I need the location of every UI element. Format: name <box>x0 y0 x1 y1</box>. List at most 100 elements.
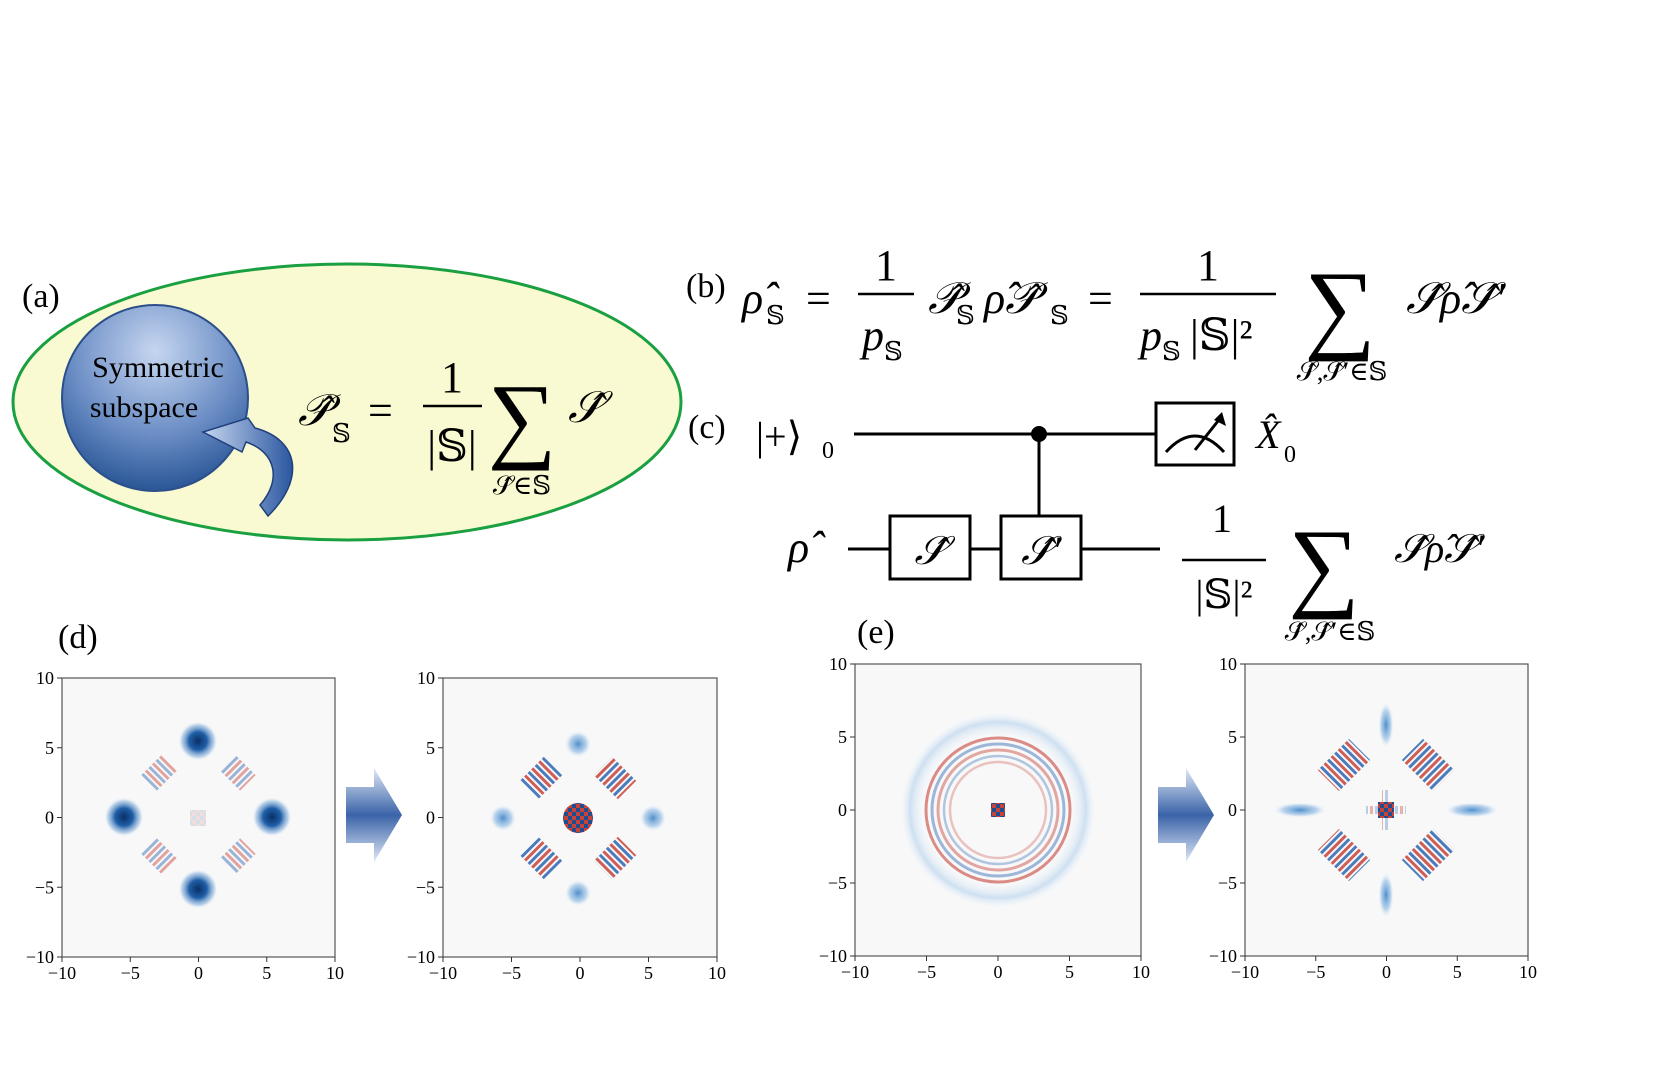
y-tick-label-d-after: −5 <box>416 877 435 897</box>
frac2-den-p: p <box>1137 311 1162 360</box>
circle-label-line2: subspace <box>90 391 198 424</box>
out-sum-term: 𝒮̂ρ̂𝒮̂′ <box>1394 526 1485 571</box>
wigner-plot-d-after <box>442 677 718 958</box>
out-sum-symbol: ∑ <box>1288 509 1359 620</box>
proj-right-sub: 𝕊 <box>1050 301 1069 330</box>
x-tick-label-e-after: −5 <box>1306 962 1325 982</box>
out-frac-num: 1 <box>1212 496 1232 541</box>
sum-symbol: ∑ <box>488 364 556 471</box>
y-tick-label-e-before: −5 <box>828 873 847 893</box>
x-tick-label-e-before: −10 <box>841 962 869 982</box>
sum-symbol-b: ∑ <box>1304 251 1375 362</box>
equals-2: = <box>1088 274 1113 323</box>
x-tick-label-e-before: 5 <box>1065 962 1074 982</box>
x-tick-label-e-before: 0 <box>994 962 1003 982</box>
panel-d-label: (d) <box>58 619 98 656</box>
y-tick-label-e-after: −10 <box>1209 946 1237 966</box>
measurement-subscript: 0 <box>1284 442 1296 468</box>
x-tick-label-e-before: 10 <box>1132 962 1150 982</box>
y-tick-label-e-before: −10 <box>819 946 847 966</box>
frac2-den-tail: |𝕊|² <box>1190 311 1253 360</box>
fraction-denominator: |𝕊| <box>427 422 476 471</box>
equals-1: = <box>806 274 831 323</box>
transform-arrow-e-icon <box>1158 768 1214 862</box>
rho-proj: ρ̂𝒫̂ <box>982 274 1048 323</box>
x-tick-label-d-before: 10 <box>326 963 344 983</box>
y-tick-label-e-before: 0 <box>838 800 847 820</box>
frac1-den-sub: 𝕊 <box>884 337 903 366</box>
transform-arrow-d-icon <box>346 768 402 862</box>
wigner-pattern <box>104 721 292 909</box>
gate-s-box <box>888 514 972 581</box>
input-state: ρ̂ <box>786 523 826 572</box>
frac1-den: p <box>859 311 884 360</box>
sum-index-b: 𝒮̂,𝒮̂′∈𝕊 <box>1297 357 1387 386</box>
panel-a: (a) Symmetric subspace 𝒫̂ 𝕊 = 1 |𝕊| ∑ 𝒮̂… <box>11 262 683 542</box>
x-tick-label-d-after: −10 <box>429 963 457 983</box>
out-sum-index: 𝒮̂,𝒮̂′∈𝕊 <box>1285 617 1375 646</box>
panel-b: (b) ρ̂ 𝕊 = 1 p 𝕊 𝒫̂ 𝕊 ρ̂𝒫̂ 𝕊 = 1 p 𝕊 |𝕊|… <box>686 241 1506 386</box>
y-tick-label-e-after: 5 <box>1228 727 1237 747</box>
y-tick-label-e-after: 10 <box>1219 654 1237 674</box>
ancilla-state: |+⟩ <box>756 414 802 459</box>
y-tick-label-d-before: 0 <box>45 808 54 828</box>
measurement-label: X̂ <box>1254 412 1282 457</box>
x-tick-label-d-before: 5 <box>262 963 271 983</box>
panel-e-label: (e) <box>857 614 895 651</box>
symmetric-subspace-circle <box>61 304 249 492</box>
wigner-pattern <box>489 730 667 907</box>
wigner-pattern <box>898 710 1098 910</box>
x-tick-label-d-after: 10 <box>708 963 726 983</box>
y-tick-label-d-after: 0 <box>426 808 435 828</box>
y-tick-label-d-after: 10 <box>417 668 435 688</box>
frac2-num: 1 <box>1197 241 1219 290</box>
wigner-plot-d-before <box>61 677 336 958</box>
x-tick-label-d-before: −10 <box>48 963 76 983</box>
projection-arrow-icon <box>201 417 294 518</box>
y-tick-label-d-after: 5 <box>426 738 435 758</box>
y-tick-label-e-after: −5 <box>1218 873 1237 893</box>
projector-subscript: 𝕊 <box>332 419 351 448</box>
y-tick-label-d-after: −10 <box>407 947 435 967</box>
x-tick-label-e-after: 5 <box>1453 962 1462 982</box>
needle-arrow-icon <box>1214 412 1226 426</box>
out-frac-den: |𝕊|² <box>1196 572 1253 617</box>
y-tick-label-d-before: 10 <box>36 668 54 688</box>
measurement-box <box>1154 401 1236 467</box>
panel-a-label: (a) <box>22 278 60 315</box>
rho-s-subscript: 𝕊 <box>766 301 785 330</box>
y-tick-label-d-before: 5 <box>45 738 54 758</box>
y-tick-label-d-before: −10 <box>26 947 54 967</box>
wigner-plot-e-after <box>1244 663 1529 957</box>
gate-s-prime-box <box>999 514 1083 581</box>
circle-label-line1: Symmetric <box>92 351 224 384</box>
frac2-den-sub: 𝕊 <box>1162 337 1181 366</box>
fraction-numerator: 1 <box>441 353 463 402</box>
panel-c: (c) |+⟩ 0 X̂ 0 ρ̂ 𝒮̂ 𝒮̂′ 1 |𝕊|² ∑ 𝒮̂,𝒮̂′… <box>688 401 1485 646</box>
panel-b-label: (b) <box>686 268 726 305</box>
y-tick-label-e-before: 5 <box>838 727 847 747</box>
x-tick-label-e-after: −10 <box>1231 962 1259 982</box>
y-tick-label-e-before: 10 <box>829 654 847 674</box>
proj-left-sub: 𝕊 <box>956 301 975 330</box>
wigner-plot-e-before <box>854 663 1142 957</box>
y-tick-label-e-after: 0 <box>1228 800 1237 820</box>
sum-term-b: 𝒮̂ρ̂𝒮̂′ <box>1406 274 1506 323</box>
x-tick-label-e-after: 10 <box>1519 962 1537 982</box>
projector-formula: 𝒫̂ 𝕊 = 1 |𝕊| ∑ 𝒮̂∈𝕊 𝒮̂ <box>298 353 613 500</box>
x-tick-label-d-after: 0 <box>576 963 585 983</box>
x-tick-label-d-after: 5 <box>644 963 653 983</box>
wigner-pattern <box>1272 701 1500 919</box>
x-tick-label-e-before: −5 <box>917 962 936 982</box>
equals-sign: = <box>368 386 393 435</box>
frac1-num: 1 <box>875 241 897 290</box>
x-tick-label-d-after: −5 <box>502 963 521 983</box>
ancilla-subscript: 0 <box>822 438 834 464</box>
meter-icon <box>1164 434 1226 454</box>
gate-s-prime-label: 𝒮̂′ <box>1021 528 1062 573</box>
sum-index: 𝒮̂∈𝕊 <box>493 471 551 500</box>
x-tick-label-d-before: 0 <box>194 963 203 983</box>
x-tick-label-d-before: −5 <box>121 963 140 983</box>
